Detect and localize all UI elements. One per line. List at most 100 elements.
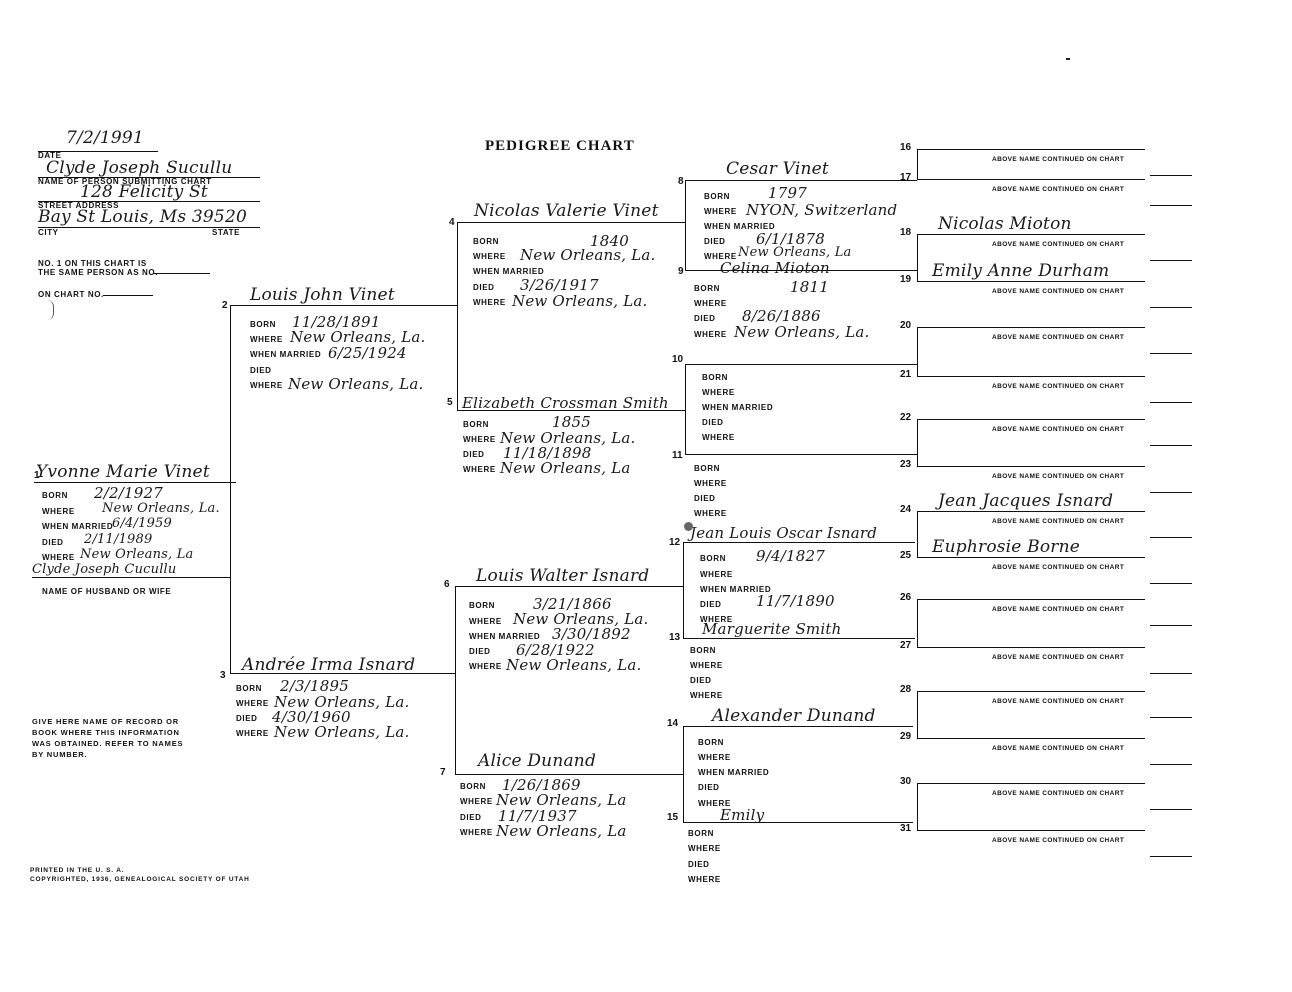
- when-married-label: WHEN MARRIED: [704, 222, 776, 231]
- died-place: New Orleans, La.: [506, 656, 642, 674]
- born-date: 1/26/1869: [502, 776, 581, 794]
- ancestor-number: 27: [900, 640, 912, 651]
- when-married-label: WHEN MARRIED: [702, 403, 774, 412]
- died-place: New Orleans, La: [738, 245, 852, 260]
- died-label: DIED: [463, 450, 485, 459]
- died-place: New Orleans, La: [500, 459, 631, 477]
- where-label: WHERE: [473, 252, 506, 261]
- died-date: 6/1/1878: [756, 230, 825, 248]
- born-label: BORN: [702, 373, 728, 382]
- died-place: New Orleans, La.: [288, 375, 424, 393]
- married-date: 6/4/1959: [112, 516, 172, 531]
- ancestor-number: 18: [900, 227, 912, 238]
- where-label: WHERE: [690, 691, 723, 700]
- continued-label: ABOVE NAME CONTINUED ON CHART: [992, 745, 1125, 752]
- ancestor-number: 20: [900, 320, 912, 331]
- where-label: WHERE: [694, 299, 727, 308]
- married-date: 6/25/1924: [328, 344, 407, 362]
- continued-label: ABOVE NAME CONTINUED ON CHART: [992, 383, 1125, 390]
- where-label: WHERE: [698, 753, 731, 762]
- continued-label: ABOVE NAME CONTINUED ON CHART: [992, 334, 1125, 341]
- died-place: New Orleans, La.: [734, 323, 870, 341]
- where-label: WHERE: [694, 509, 727, 518]
- when-married-label: WHEN MARRIED: [469, 632, 541, 641]
- died-label: DIED: [250, 366, 272, 375]
- where-label: WHERE: [236, 729, 269, 738]
- ancestor-number: 17: [900, 172, 912, 183]
- person-number: 15: [667, 812, 679, 823]
- where-label: WHERE: [460, 797, 493, 806]
- continued-label: ABOVE NAME CONTINUED ON CHART: [992, 186, 1125, 193]
- born-date: 11/28/1891: [292, 313, 381, 331]
- where-label: WHERE: [694, 330, 727, 339]
- where-label: WHERE: [469, 662, 502, 671]
- continued-label: ABOVE NAME CONTINUED ON CHART: [992, 654, 1125, 661]
- street-value: 128 Felicity St: [80, 182, 208, 202]
- born-date: 2/3/1895: [280, 677, 349, 695]
- died-label: DIED: [42, 538, 64, 547]
- person-number: 2: [222, 300, 228, 311]
- died-label: DIED: [690, 676, 712, 685]
- ancestor-name: Euphrosie Borne: [932, 537, 1081, 557]
- source-note-line: BOOK WHERE THIS INFORMATION: [32, 728, 180, 737]
- where-label: WHERE: [236, 699, 269, 708]
- ancestor-number: 24: [900, 504, 912, 515]
- on-chart-label: ON CHART NO.: [38, 290, 104, 299]
- where-label: WHERE: [688, 844, 721, 853]
- died-date: 6/28/1922: [516, 641, 595, 659]
- died-place: New Orleans, La.: [512, 292, 648, 310]
- submitter-name-value: Clyde Joseph Sucullu: [46, 158, 233, 178]
- person-name: Emily: [720, 806, 765, 824]
- person-name: Andrée Irma Isnard: [242, 655, 416, 675]
- ancestor-number: 25: [900, 550, 912, 561]
- date-value: 7/2/1991: [66, 128, 144, 148]
- street-label: STREET ADDRESS: [38, 201, 120, 210]
- born-label: BORN: [250, 320, 276, 329]
- born-label: BORN: [42, 491, 68, 500]
- person-number: 7: [440, 767, 446, 778]
- person-name: Jean Louis Oscar Isnard: [690, 524, 878, 542]
- same-person-label-1: NO. 1 ON THIS CHART IS: [38, 259, 147, 268]
- printed-note: PRINTED IN THE U. S. A. COPYRIGHTED, 193…: [30, 866, 250, 884]
- died-date: 11/7/1890: [756, 592, 835, 610]
- when-married-label: WHEN MARRIED: [700, 585, 772, 594]
- died-place: New Orleans, La: [496, 822, 627, 840]
- person-name: Nicolas Valerie Vinet: [474, 201, 659, 221]
- died-label: DIED: [694, 494, 716, 503]
- when-married-label: WHEN MARRIED: [250, 350, 322, 359]
- continued-label: ABOVE NAME CONTINUED ON CHART: [992, 698, 1125, 705]
- continued-label: ABOVE NAME CONTINUED ON CHART: [992, 518, 1125, 525]
- where-label: WHERE: [702, 433, 735, 442]
- ancestor-number: 19: [900, 274, 912, 285]
- continued-label: ABOVE NAME CONTINUED ON CHART: [992, 156, 1125, 163]
- city-label: CITY: [38, 228, 59, 237]
- where-label: WHERE: [700, 570, 733, 579]
- person-number: 13: [669, 632, 681, 643]
- died-label: DIED: [473, 283, 495, 292]
- where-label: WHERE: [250, 335, 283, 344]
- person-number: 11: [672, 450, 683, 461]
- born-label: BORN: [460, 782, 486, 791]
- born-place: New Orleans, La.: [290, 328, 426, 346]
- born-place: New Orleans, La.: [274, 693, 410, 711]
- person-number: 8: [678, 176, 684, 187]
- same-person-label-2: THE SAME PERSON AS NO.: [38, 268, 159, 277]
- born-place: NYON, Switzerland: [746, 201, 898, 219]
- born-label: BORN: [473, 237, 499, 246]
- died-date: 2/11/1989: [84, 532, 153, 547]
- ancestor-number: 26: [900, 592, 912, 603]
- died-label: DIED: [469, 647, 491, 656]
- person-name: Cesar Vinet: [726, 159, 829, 179]
- where-label: WHERE: [704, 252, 737, 261]
- born-label: BORN: [700, 554, 726, 563]
- where-label: WHERE: [460, 828, 493, 837]
- born-label: BORN: [704, 192, 730, 201]
- continued-label: ABOVE NAME CONTINUED ON CHART: [992, 241, 1125, 248]
- continued-label: ABOVE NAME CONTINUED ON CHART: [992, 288, 1125, 295]
- died-label: DIED: [460, 813, 482, 822]
- continued-label: ABOVE NAME CONTINUED ON CHART: [992, 837, 1125, 844]
- ancestor-number: 31: [900, 823, 912, 834]
- ink-blot: [684, 522, 693, 531]
- died-label: DIED: [702, 418, 724, 427]
- continued-label: ABOVE NAME CONTINUED ON CHART: [992, 426, 1125, 433]
